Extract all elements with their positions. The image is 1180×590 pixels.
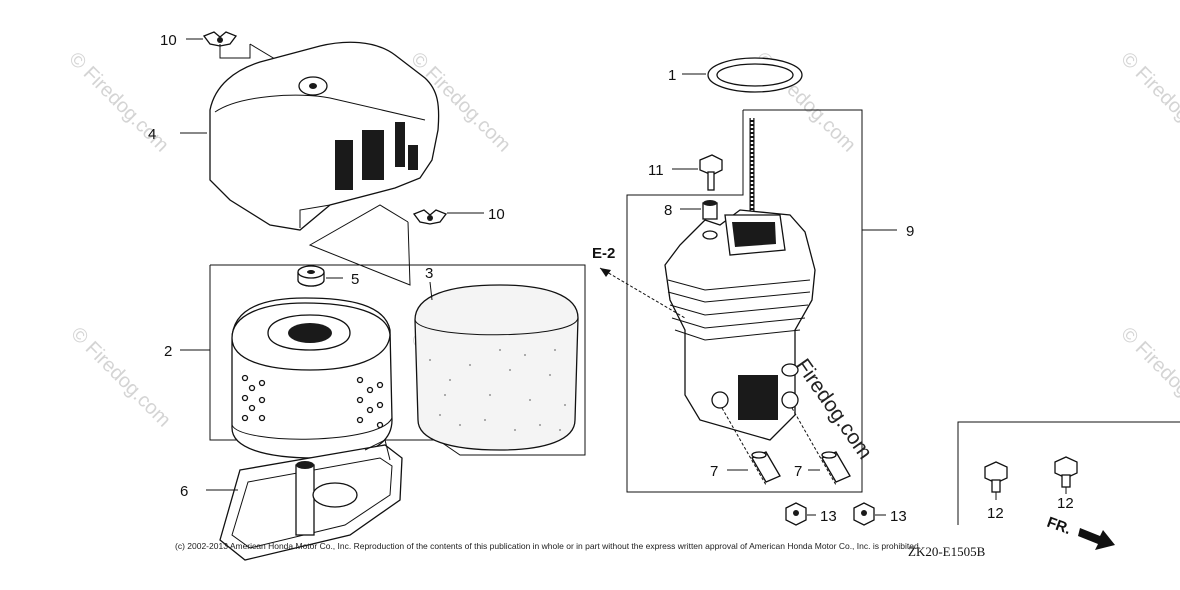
part-12-panel-frame (957, 421, 1180, 525)
watermark: © Firedog.com (64, 48, 173, 157)
element-mesh-holes (241, 374, 384, 429)
watermark: © Firedog.com (1116, 48, 1180, 157)
leader-10-upper (219, 44, 251, 59)
callout-12-left: 12 (987, 505, 1004, 522)
callout-4: 4 (148, 126, 156, 143)
diagram-code: ZK20-E1505B (908, 544, 986, 559)
callout-13-right: 13 (890, 508, 907, 525)
arrow-icon (600, 268, 611, 277)
part-1-gasket[interactable] (707, 57, 803, 93)
callout-10-lower: 10 (488, 206, 505, 223)
callout-2: 2 (164, 343, 172, 360)
callout-7-left: 7 (710, 463, 718, 480)
front-arrow-icon (1078, 528, 1115, 550)
callout-10-upper: 10 (160, 32, 177, 49)
part-9-elbow-body[interactable] (664, 118, 816, 441)
callout-6: 6 (180, 483, 188, 500)
callout-3: 3 (425, 265, 433, 282)
part-11-bolt[interactable] (699, 154, 723, 191)
part-8-collar[interactable] (702, 200, 718, 220)
part-3-foam-element[interactable] (414, 284, 579, 451)
part-10-wing-nut-upper[interactable] (202, 31, 238, 47)
watermark: © Firedog.com (1116, 323, 1180, 432)
callout-7-right: 7 (794, 463, 802, 480)
reference-e2-leader (599, 267, 686, 319)
part-6-air-cleaner-case[interactable] (219, 439, 403, 561)
part-12-bolt-right[interactable] (1054, 456, 1078, 488)
foam-texture (429, 349, 566, 431)
front-direction-marker: FR. (1045, 514, 1115, 550)
part-13-nut-right[interactable] (853, 502, 875, 526)
callout-8: 8 (664, 202, 672, 219)
callout-1: 1 (668, 67, 676, 84)
watermark: © Firedog.com (66, 323, 175, 432)
part-7-tube-left[interactable] (751, 451, 781, 483)
part-10-wing-nut-lower[interactable] (412, 209, 448, 225)
reference-e2: E-2 (592, 245, 615, 262)
group-frame-9 (626, 109, 863, 493)
part-2-air-cleaner-element[interactable] (231, 297, 393, 459)
leader-10-lower (308, 204, 411, 286)
part-7-tube-right[interactable] (821, 451, 851, 483)
watermark-overlay: Firedog.com (791, 355, 877, 464)
part-5-grommet[interactable] (297, 265, 325, 287)
part-13-nut-left[interactable] (785, 502, 807, 526)
copyright-notice: (c) 2002-2013 American Honda Motor Co., … (175, 541, 921, 551)
callout-5: 5 (351, 271, 359, 288)
callout-13-left: 13 (820, 508, 837, 525)
callout-11: 11 (648, 162, 664, 179)
part-12-bolt-left[interactable] (984, 461, 1008, 493)
callout-9: 9 (906, 223, 914, 240)
callout-12-right: 12 (1057, 495, 1074, 512)
group-frame-2-3 (209, 264, 586, 456)
front-direction-label: FR. (1045, 514, 1074, 538)
part-4-air-cleaner-cover[interactable] (209, 41, 440, 231)
